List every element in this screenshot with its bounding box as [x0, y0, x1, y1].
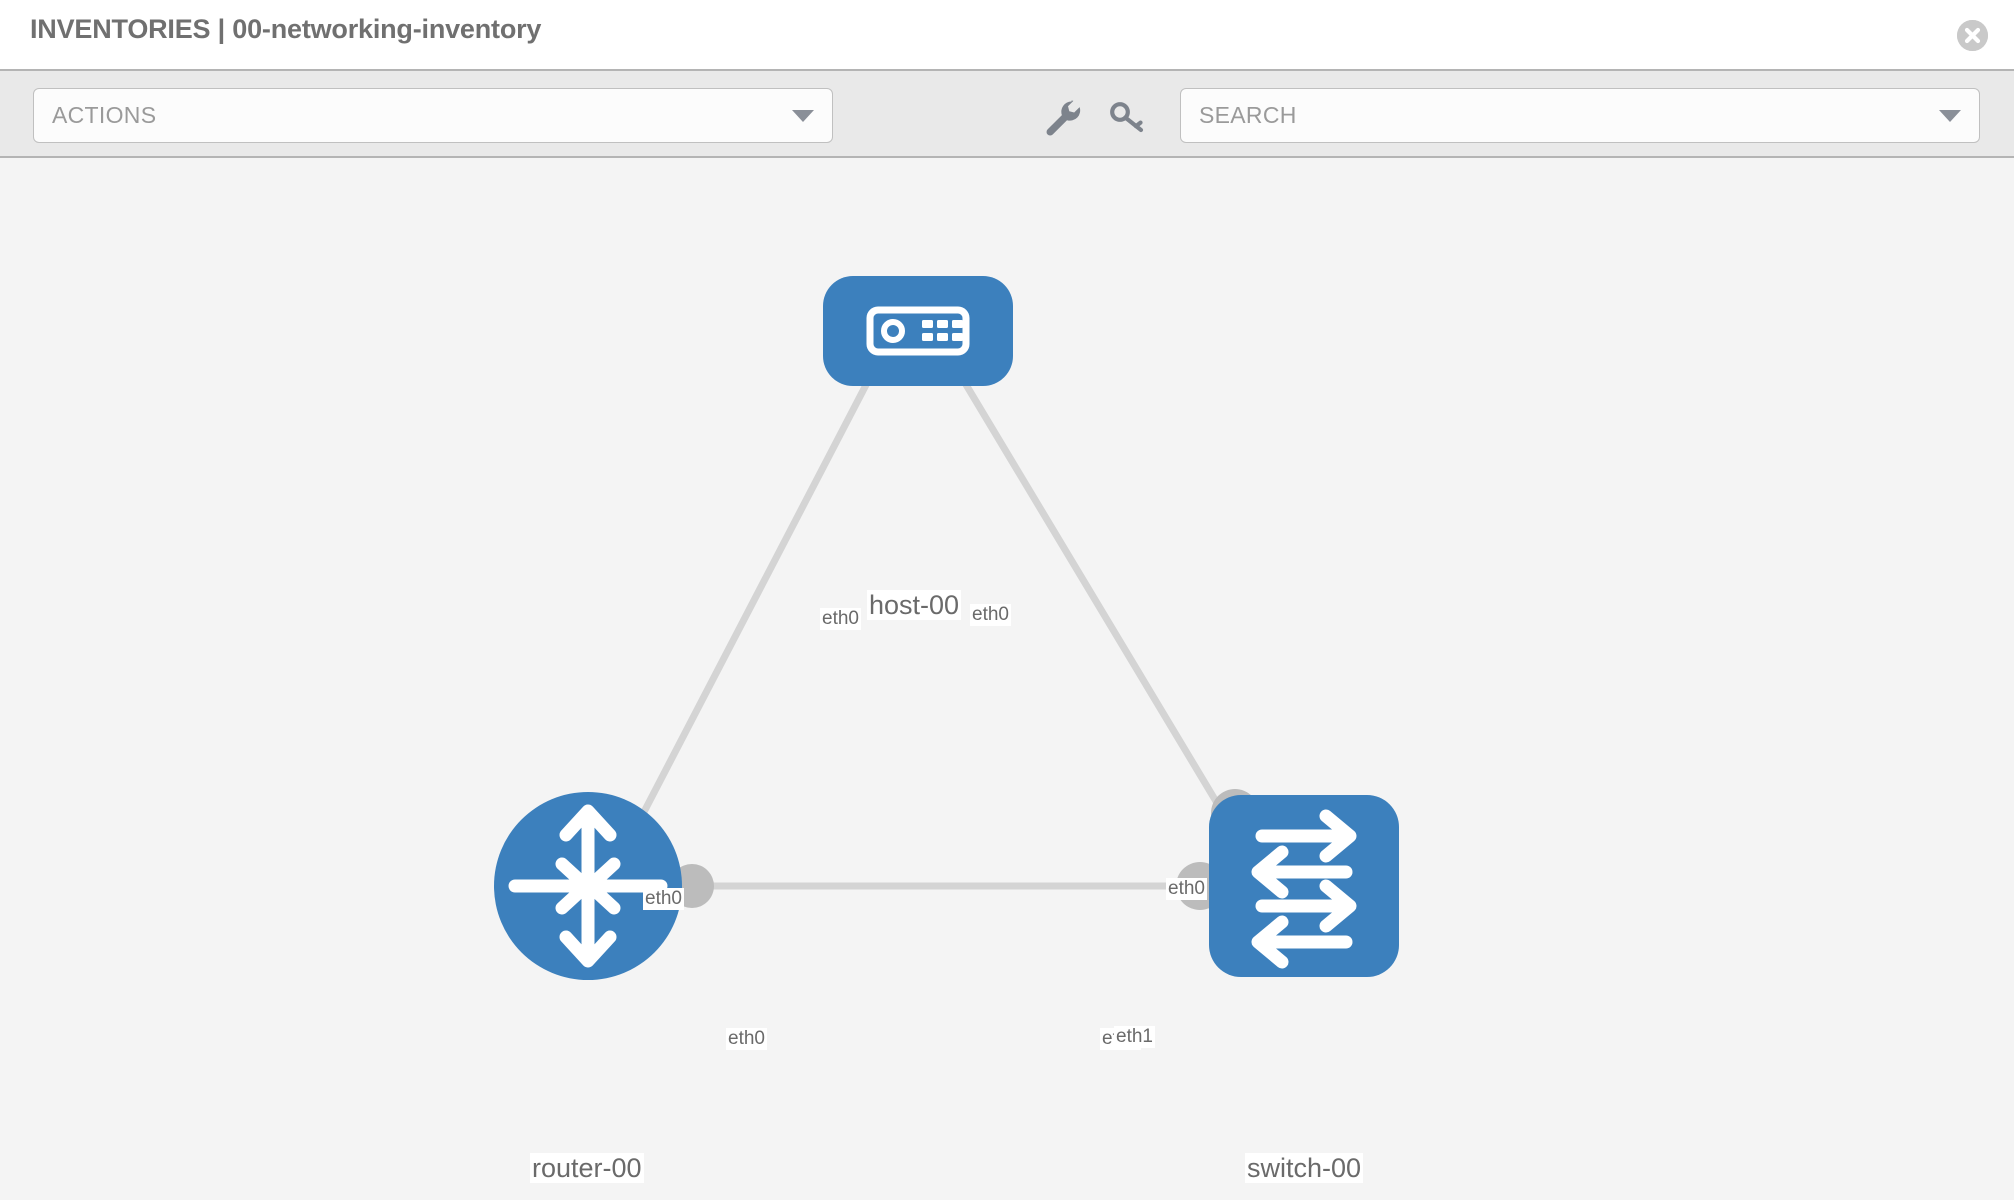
close-icon[interactable]	[1957, 20, 1988, 51]
wrench-icon[interactable]	[1040, 95, 1084, 139]
iface-label-host-left: eth0	[820, 608, 861, 630]
node-label-router-00: router-00	[530, 1153, 644, 1184]
search-placeholder: SEARCH	[1199, 102, 1297, 128]
iface-label-switch-left-over: eth1	[1114, 1026, 1155, 1048]
node-label-host-00: host-00	[867, 590, 962, 621]
iface-label-switch-upper: eth0	[1166, 878, 1207, 900]
iface-label-router-upper: eth0	[643, 888, 684, 910]
page-title: INVENTORIES | 00-networking-inventory	[30, 14, 542, 44]
topology-graph	[494, 276, 1399, 980]
iface-label-host-right: eth0	[970, 604, 1011, 626]
node-host-00	[823, 276, 1013, 386]
link-host-switch	[946, 356, 1254, 860]
node-switch-00	[1209, 795, 1399, 977]
node-label-switch-00: switch-00	[1245, 1153, 1364, 1184]
chevron-down-icon	[792, 109, 814, 122]
topology-canvas[interactable]: host-00 eth0 eth0 eth0 eth0 eth0 eth0 et…	[0, 158, 2014, 1200]
actions-dropdown-label: ACTIONS	[52, 102, 157, 128]
actions-dropdown[interactable]: ACTIONS	[33, 88, 833, 143]
topology-endpoints	[670, 336, 1259, 910]
link-host-router	[616, 356, 884, 860]
page-header: INVENTORIES | 00-networking-inventory	[0, 0, 2014, 69]
chevron-down-icon[interactable]	[1939, 109, 1961, 122]
toolbar: ACTIONS SEARCH	[0, 69, 2014, 158]
search-input[interactable]: SEARCH	[1180, 88, 1980, 143]
topology-links	[616, 356, 1254, 890]
node-router-00	[494, 792, 682, 980]
key-icon[interactable]	[1105, 95, 1149, 139]
iface-label-router-right: eth0	[726, 1028, 767, 1050]
